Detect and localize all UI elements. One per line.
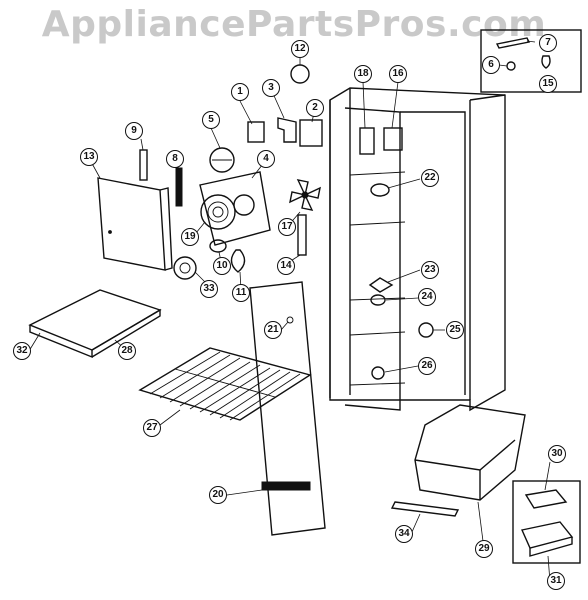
thermostat-16	[383, 127, 403, 151]
leader-lines	[28, 40, 551, 583]
callout-26: 26	[418, 357, 436, 375]
tray-30	[524, 489, 568, 509]
callout-3: 3	[262, 79, 280, 97]
callout-9: 9	[125, 122, 143, 140]
callout-20: 20	[209, 486, 227, 504]
glass-shelf-28	[28, 289, 162, 359]
hinge-pin-7	[495, 37, 531, 49]
part-33	[173, 256, 197, 280]
callout-27: 27	[143, 419, 161, 437]
callout-15: 15	[539, 75, 557, 93]
callout-21: 21	[264, 321, 282, 339]
part-3	[277, 117, 297, 143]
callout-17: 17	[278, 218, 296, 236]
callout-16: 16	[389, 65, 407, 83]
callout-11: 11	[232, 284, 250, 302]
tray-31	[521, 521, 574, 549]
cover-23	[368, 277, 394, 293]
evaporator-assembly	[199, 147, 271, 246]
part-5	[209, 147, 235, 173]
callout-6: 6	[482, 56, 500, 74]
callout-28: 28	[118, 342, 136, 360]
callout-12: 12	[291, 40, 309, 58]
light-22	[370, 183, 390, 197]
callout-10: 10	[213, 257, 231, 275]
callout-19: 19	[181, 228, 199, 246]
callout-4: 4	[257, 150, 275, 168]
panel-20	[249, 281, 326, 536]
part-10	[209, 239, 227, 253]
door-13	[97, 177, 173, 271]
callout-18: 18	[354, 65, 372, 83]
callout-14: 14	[277, 257, 295, 275]
callout-30: 30	[548, 445, 566, 463]
bulb-11	[230, 249, 246, 273]
part-8	[175, 167, 183, 207]
part-12	[290, 64, 310, 84]
callout-13: 13	[80, 148, 98, 166]
callout-32: 32	[13, 342, 31, 360]
cap-15	[541, 55, 551, 69]
callout-1: 1	[231, 83, 249, 101]
hinge-18	[359, 127, 375, 155]
crisper-29	[414, 404, 526, 501]
part-1	[247, 121, 265, 143]
callout-31: 31	[547, 572, 565, 590]
screw-26	[371, 366, 385, 380]
knob-25	[418, 322, 434, 338]
callout-33: 33	[200, 280, 218, 298]
callout-24: 24	[418, 288, 436, 306]
callout-34: 34	[395, 525, 413, 543]
part-2	[299, 119, 323, 147]
callout-22: 22	[421, 169, 439, 187]
cabinet	[329, 87, 506, 412]
part-34	[390, 501, 460, 517]
fan-blade-17	[289, 179, 321, 211]
callout-23: 23	[421, 261, 439, 279]
part-14	[297, 214, 307, 256]
screw-6	[506, 61, 516, 71]
callout-25: 25	[446, 321, 464, 339]
callout-29: 29	[475, 540, 493, 558]
callout-2: 2	[306, 99, 324, 117]
callout-8: 8	[166, 150, 184, 168]
callout-7: 7	[539, 34, 557, 52]
wire-shelf-27	[138, 347, 312, 421]
part-9	[139, 149, 148, 181]
bulb-24	[370, 294, 386, 306]
callout-5: 5	[202, 111, 220, 129]
inset-frame	[480, 29, 582, 93]
